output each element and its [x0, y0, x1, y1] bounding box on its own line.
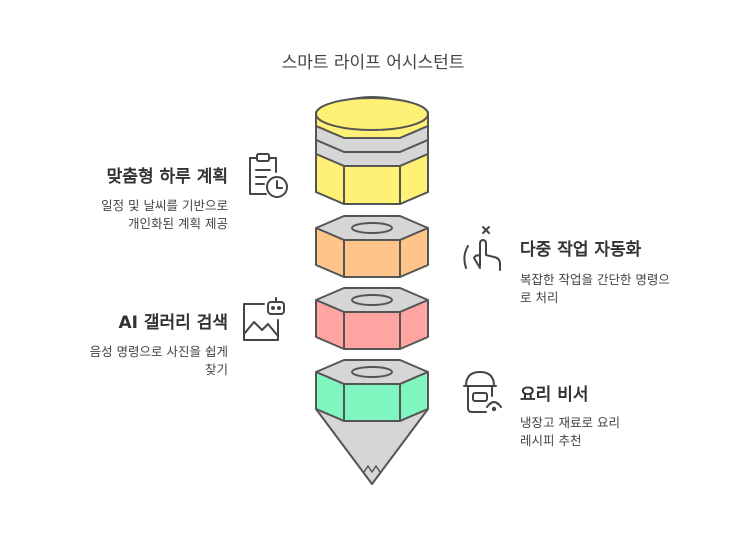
feature-desc-gallery-search: 음성 명령으로 사진을 쉽게 찾기	[89, 344, 228, 377]
eraser-segment	[315, 96, 429, 205]
segment-green	[315, 359, 429, 422]
pencil-tip	[315, 408, 429, 485]
feature-desc-automation: 복잡한 작업을 간단한 명령으 로 처리	[520, 272, 670, 305]
feature-desc-daily-plan: 일정 및 날씨를 기반으로 개인화된 계획 제공	[101, 198, 228, 231]
segment-red	[315, 287, 429, 350]
feature-title-gallery-search: AI 갤러리 검색	[118, 313, 228, 333]
feature-title-cooking-assistant: 요리 비서	[520, 385, 589, 405]
feature-desc-cooking-assistant: 냉장고 재료로 요리 레시피 추천	[520, 415, 620, 448]
chef-robot-icon	[463, 371, 502, 413]
diagram-title: 스마트 라이프 어시스턴트	[281, 53, 465, 73]
feature-title-automation: 다중 작업 자동화	[520, 240, 642, 260]
clipboard-clock-icon	[249, 153, 288, 198]
feature-title-daily-plan: 맞춤형 하루 계획	[106, 167, 228, 187]
tap-hand-icon	[463, 226, 501, 271]
segment-orange	[315, 215, 429, 278]
image-bot-icon	[243, 297, 285, 341]
